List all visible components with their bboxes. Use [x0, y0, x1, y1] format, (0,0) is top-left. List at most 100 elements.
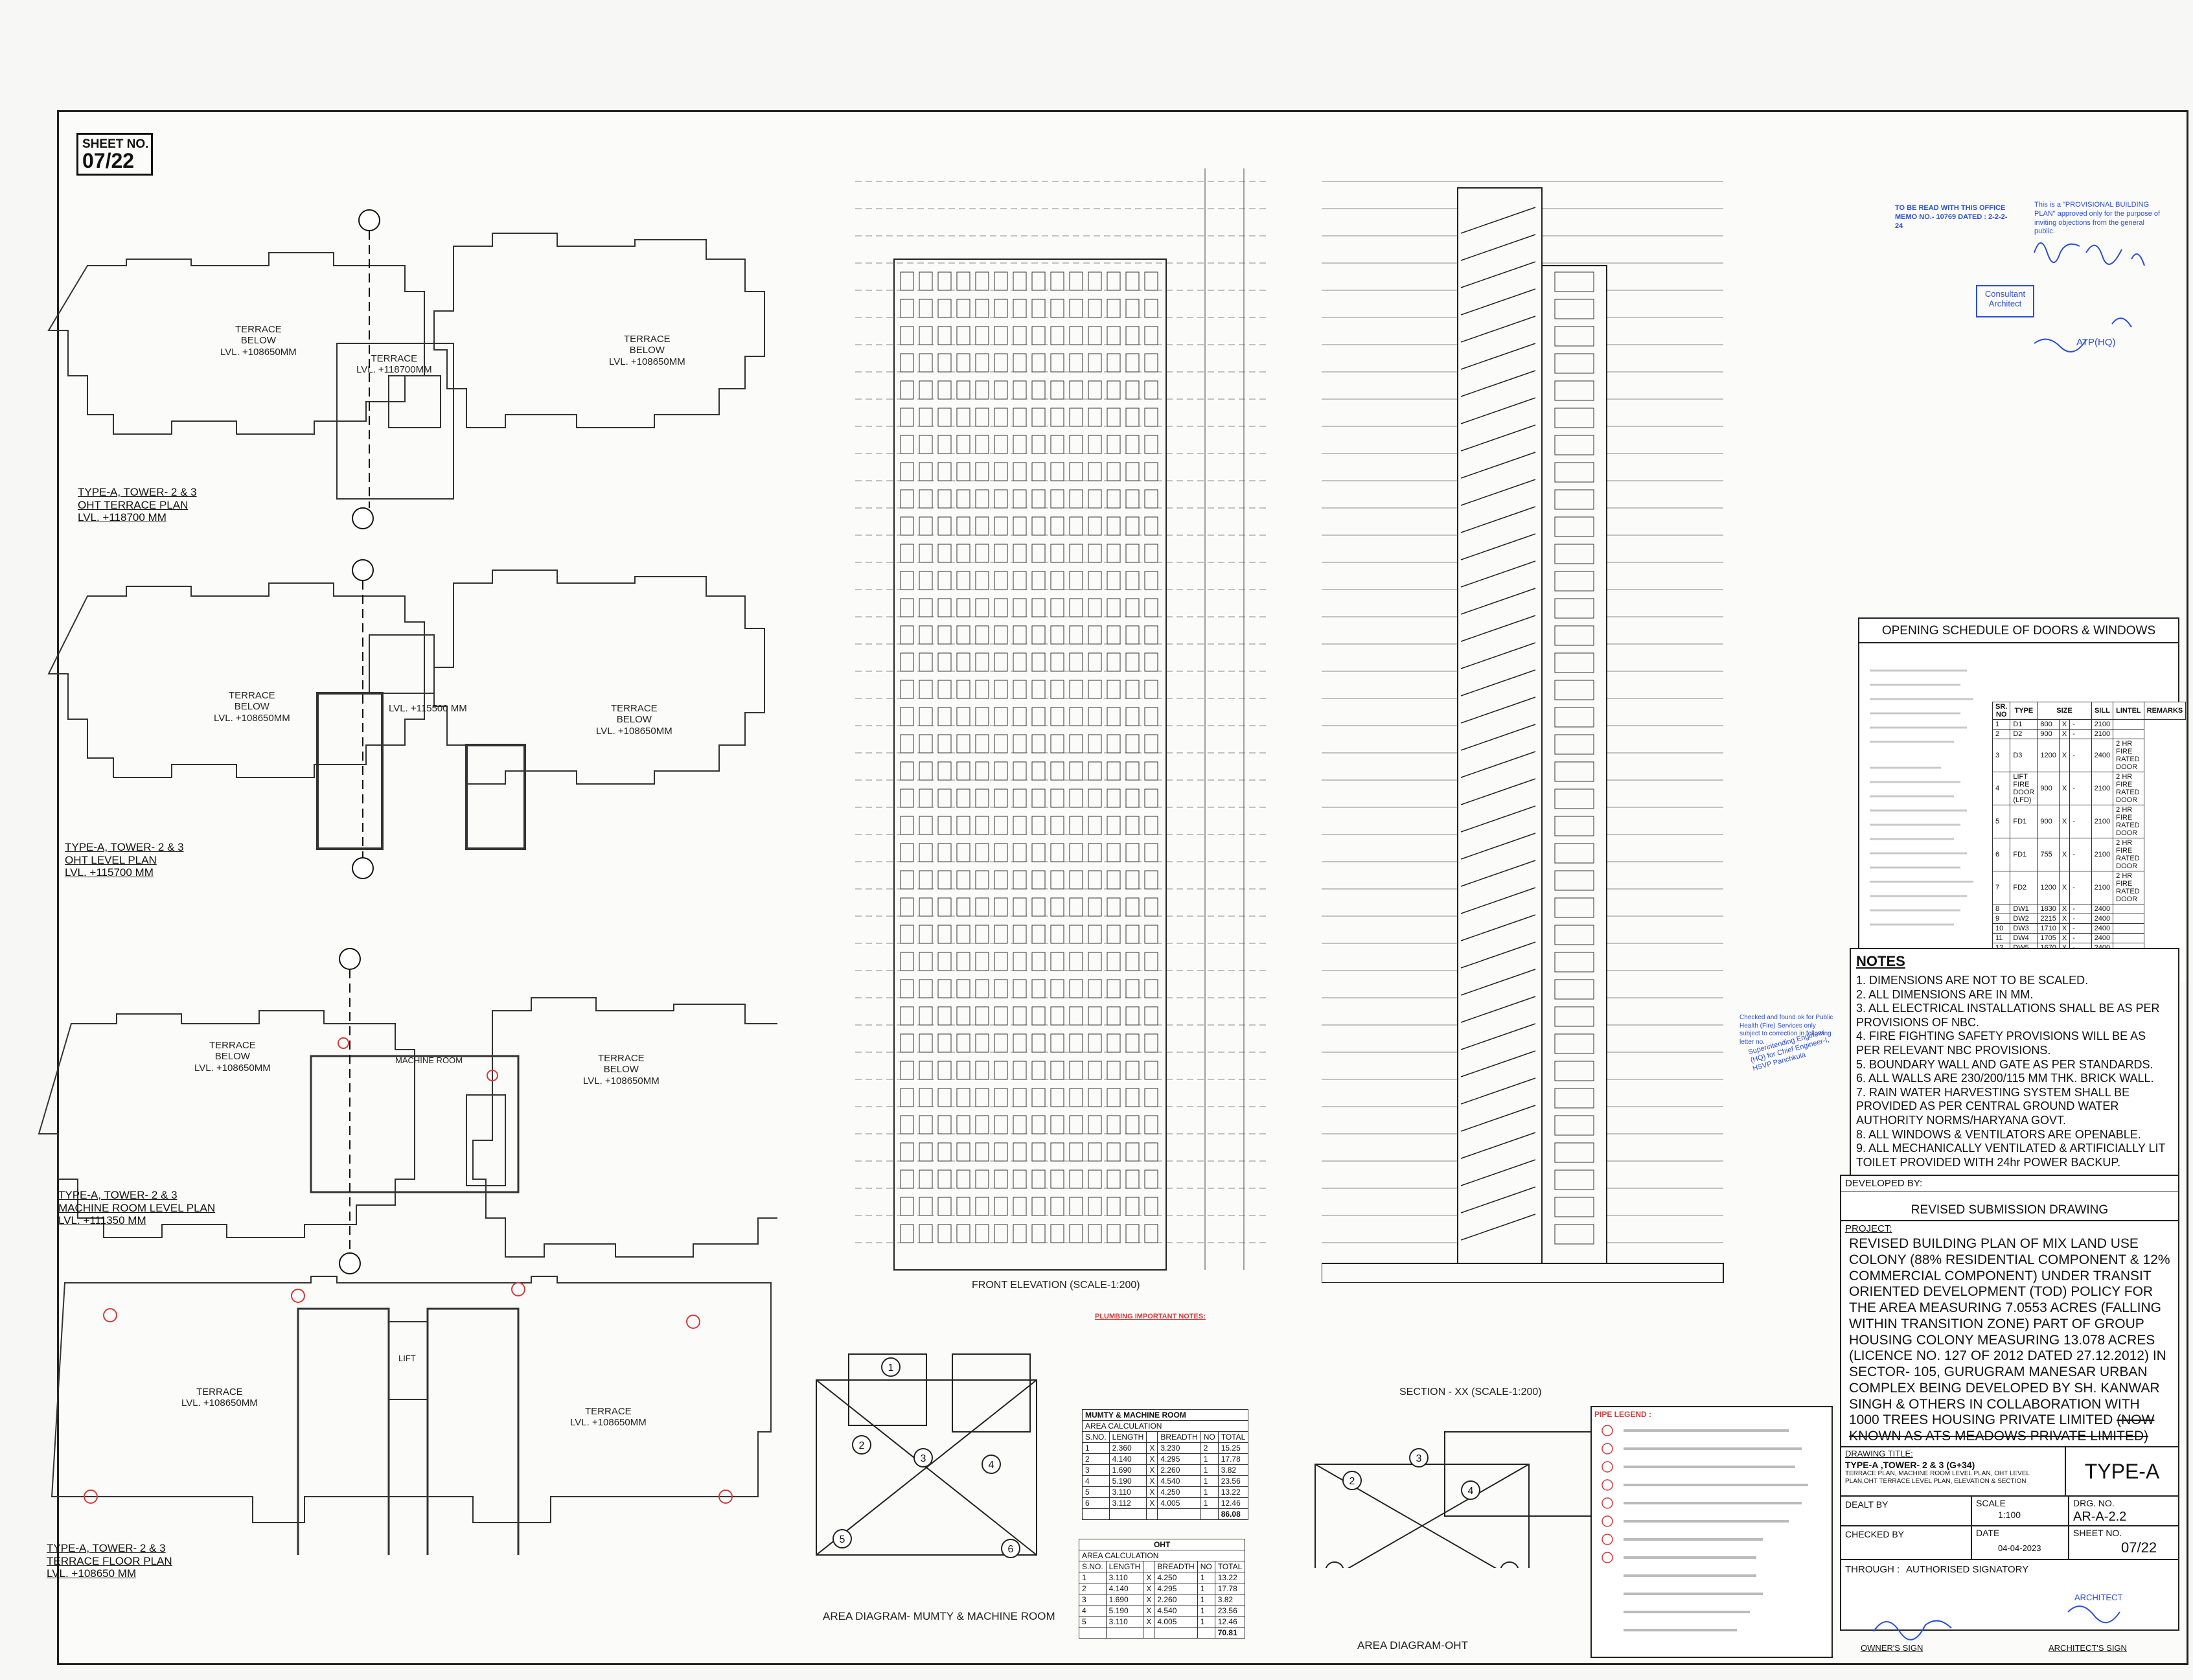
- window: [1125, 299, 1140, 318]
- window: [1088, 897, 1102, 917]
- schedule-cell: [2113, 719, 2144, 730]
- oht_table-header-4: NO: [1197, 1561, 1215, 1572]
- window: [1050, 1169, 1064, 1189]
- window: [1125, 544, 1140, 563]
- plan3-title-line2: MACHINE ROOM LEVEL PLAN: [58, 1201, 216, 1214]
- window: [1088, 1061, 1102, 1080]
- schedule-cell: 2400: [2091, 739, 2114, 772]
- window: [1031, 1142, 1046, 1162]
- stair-flight: [1460, 1132, 1536, 1159]
- oht_table-cell: X: [1143, 1616, 1155, 1628]
- sheet-number-box: SHEET NO. 07/22: [76, 133, 153, 176]
- stair-flight: [1460, 778, 1536, 805]
- schedule-cell: X: [2058, 923, 2071, 934]
- window: [956, 299, 970, 318]
- oht_table-cell: 1: [1197, 1594, 1215, 1605]
- window: [956, 435, 970, 454]
- window: [1144, 952, 1158, 971]
- schedule-cell: 2 HR FIRE RATED DOOR: [2113, 805, 2144, 838]
- stair-flight: [1460, 1214, 1536, 1241]
- window: [900, 925, 914, 944]
- window: [956, 1061, 970, 1080]
- window: [975, 625, 989, 645]
- window: [956, 353, 970, 373]
- window: [1013, 734, 1027, 754]
- window: [1050, 734, 1064, 754]
- window: [975, 761, 989, 781]
- lift-door: [1554, 707, 1594, 728]
- basement: [1322, 1263, 1724, 1283]
- window: [1050, 1224, 1064, 1243]
- window: [1013, 353, 1027, 373]
- notes-box: NOTES 1. DIMENSIONS ARE NOT TO BE SCALED…: [1850, 948, 2179, 1177]
- window: [1144, 816, 1158, 835]
- window: [1050, 271, 1064, 291]
- mumty_table-cell: 1.690: [1108, 1464, 1147, 1476]
- window: [1125, 707, 1140, 726]
- window: [919, 271, 933, 291]
- schedule-cell: X: [2058, 739, 2071, 772]
- window: [1069, 1115, 1083, 1134]
- schedule-cell: 1830: [2037, 904, 2060, 914]
- schedule-cell: 2100: [2091, 871, 2114, 904]
- schedule-cell: X: [2058, 933, 2071, 943]
- window: [1031, 1088, 1046, 1107]
- window: [1031, 870, 1046, 890]
- window: [1144, 625, 1158, 645]
- window: [1088, 544, 1102, 563]
- window: [900, 707, 914, 726]
- window: [1107, 571, 1121, 590]
- schedule-cell: -: [2069, 772, 2092, 805]
- oht_table-cell: 2: [1079, 1583, 1107, 1594]
- window: [900, 1061, 914, 1080]
- lift-door: [1554, 598, 1594, 619]
- lift-door: [1554, 1224, 1594, 1245]
- mumty_table-cell: 1: [1200, 1453, 1219, 1465]
- oht_table-cell: 1: [1197, 1572, 1215, 1583]
- lift-door: [1554, 571, 1594, 592]
- schedule-cell: 900: [2037, 772, 2060, 805]
- window: [1088, 1197, 1102, 1216]
- plan3-title-line3: LVL. +111350 MM: [58, 1214, 146, 1227]
- window: [956, 1169, 970, 1189]
- stair-flight: [1460, 560, 1536, 588]
- lift-door: [1554, 761, 1594, 782]
- oht_table-cell: 2.260: [1154, 1594, 1198, 1605]
- schedule-cell: -: [2069, 914, 2092, 924]
- window: [1107, 761, 1121, 781]
- window: [1013, 952, 1027, 971]
- window: [975, 1197, 989, 1216]
- window: [1069, 435, 1083, 454]
- window: [1069, 707, 1083, 726]
- lift-door: [1554, 1006, 1594, 1027]
- window: [1050, 707, 1064, 726]
- type-label: TYPE-A: [2065, 1447, 2178, 1495]
- window: [1013, 489, 1027, 509]
- window: [975, 408, 989, 427]
- window: [994, 435, 1008, 454]
- date-cell: DATE 04-04-2023: [1971, 1526, 2068, 1559]
- window: [919, 816, 933, 835]
- stair-flight: [1460, 615, 1536, 642]
- plumbing-notes-title: PLUMBING IMPORTANT NOTES:: [1095, 1313, 1206, 1320]
- window: [1069, 680, 1083, 699]
- schedule-cell: DW2: [2010, 914, 2038, 924]
- window: [1069, 380, 1083, 400]
- window: [1031, 271, 1046, 291]
- oht_table-header-2: [1143, 1561, 1155, 1572]
- stair-flight: [1460, 642, 1536, 669]
- drawing-title-label: DRAWING TITLE:: [1845, 1448, 1913, 1458]
- window: [919, 1061, 933, 1080]
- window: [1031, 734, 1046, 754]
- scale-label: SCALE: [1976, 1497, 2006, 1508]
- window: [1069, 326, 1083, 345]
- plans-linework: [38, 209, 777, 1555]
- signature-row: THROUGH : AUTHORISED SIGNATORY ARCHITECT…: [1841, 1558, 2178, 1657]
- stair-flight: [1460, 506, 1536, 533]
- window: [900, 788, 914, 808]
- window: [1107, 271, 1121, 291]
- window: [994, 1033, 1008, 1053]
- window: [1013, 326, 1027, 345]
